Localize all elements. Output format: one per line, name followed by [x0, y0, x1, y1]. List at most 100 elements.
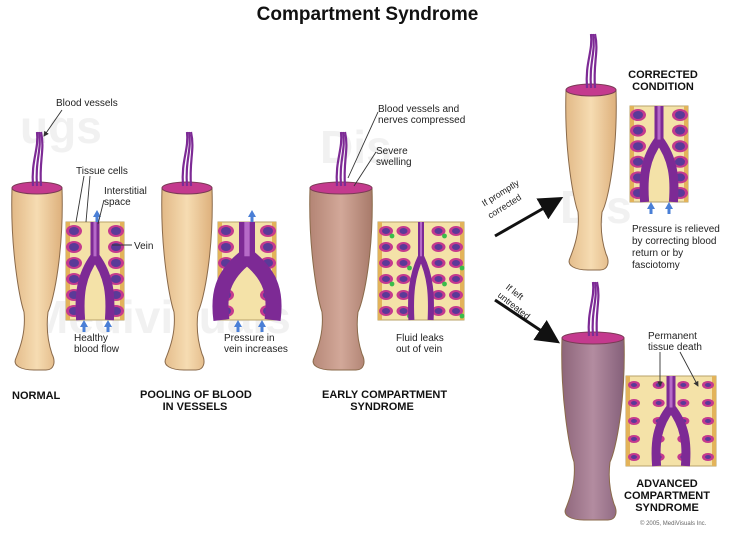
label-fluid-2: out of vein [396, 344, 443, 355]
leg-corrected [565, 33, 617, 271]
heading-pooling-1: POOLING OF BLOOD [140, 389, 252, 401]
cell-nucleus [69, 259, 79, 267]
cell-nucleus [382, 260, 390, 266]
exposed-vessel [589, 33, 595, 89]
leg-outline [561, 337, 625, 521]
label-death-2: tissue death [648, 342, 702, 353]
cell-nucleus [434, 292, 443, 298]
cell-nucleus [675, 111, 685, 119]
leaked-fluid-dot [407, 265, 412, 271]
tissue-pooling [212, 221, 282, 322]
cell-nucleus [69, 227, 79, 235]
cell-nucleus [680, 383, 687, 387]
leg-outline [11, 187, 63, 371]
leaked-fluid-dot [459, 313, 465, 319]
vein-branch [418, 254, 434, 321]
exposed-vessel [181, 131, 189, 187]
leader-swelling [353, 151, 377, 187]
label-relief-1: Pressure is relieved [632, 224, 720, 235]
heading-corrected-2: CONDITION [632, 81, 694, 93]
vein-branch [667, 404, 691, 467]
tissue-border [272, 222, 276, 320]
leg-early-swollen [309, 131, 373, 371]
label-death-1: Permanent [648, 331, 697, 342]
cell-nucleus [705, 383, 711, 387]
exposed-vessel [585, 33, 593, 89]
heading-early-1: EARLY COMPARTMENT [322, 389, 448, 401]
label-interstitial-1: Interstitial [104, 186, 147, 197]
leaked-fluid-dot [442, 233, 447, 239]
pressure-arrow [258, 320, 266, 332]
vein-branch [241, 249, 282, 322]
leg-outline [161, 187, 213, 371]
tissue-border [218, 222, 222, 320]
exposed-vessel [39, 131, 44, 187]
leader-tissue-death [679, 351, 699, 387]
cell-nucleus [633, 126, 643, 135]
cell-nucleus [399, 308, 408, 314]
cell-nucleus [263, 243, 273, 251]
exposed-vessel [185, 131, 191, 187]
leaked-fluid-dot [442, 281, 447, 287]
cell-nucleus [705, 419, 711, 423]
label-compressed-1: Blood vessels and [378, 104, 460, 115]
label-healthy-flow-2: blood flow [74, 344, 120, 355]
leaked-fluid-dot [389, 233, 395, 239]
tissue-border [630, 106, 634, 202]
exposed-vessel [343, 131, 348, 187]
pressure-arrow [248, 210, 256, 222]
leader-interstitial [97, 199, 105, 225]
heading-corrected-1: CORRECTED [628, 69, 698, 81]
cell-nucleus [452, 228, 460, 234]
leader-tissue-cells [75, 175, 85, 223]
leaked-fluid-dot [389, 281, 395, 287]
cell-nucleus [655, 383, 662, 387]
cell-nucleus [631, 437, 637, 441]
cell-nucleus [111, 243, 121, 251]
exposed-vessel [31, 131, 39, 187]
tissue-border [66, 222, 70, 320]
leader-blood-vessels [43, 109, 63, 137]
leg-advanced [561, 281, 625, 521]
tissue-normal [65, 221, 125, 321]
cell-nucleus [434, 244, 443, 250]
cell-nucleus [399, 244, 408, 250]
vein-branch [212, 222, 255, 322]
cell-nucleus [633, 157, 643, 166]
cell-nucleus [675, 142, 685, 151]
cell-nucleus [111, 259, 121, 267]
label-pressure-1: Pressure in [224, 333, 275, 344]
cell-nucleus [705, 401, 711, 405]
cell-nucleus [382, 244, 390, 250]
exposed-vessel [335, 131, 343, 187]
cell-nucleus [382, 276, 390, 282]
cell-nucleus [655, 401, 662, 405]
exposed-vessel [189, 131, 194, 187]
cell-nucleus [631, 419, 637, 423]
label-swelling-1: Severe [376, 146, 408, 157]
relief-arrow [647, 202, 655, 214]
cell-nucleus [221, 227, 231, 235]
cell-nucleus [452, 292, 460, 298]
cell-nucleus [631, 455, 637, 459]
arrow-to-advanced [494, 298, 560, 344]
cell-nucleus [452, 260, 460, 266]
cell-nucleus [631, 401, 637, 405]
cell-nucleus [434, 228, 443, 234]
heading-early-2: SYNDROME [350, 401, 414, 413]
tissue-border [120, 222, 124, 320]
exposed-vessel [591, 281, 597, 337]
tissue-corrected [629, 105, 689, 203]
label-swelling-2: swelling [376, 157, 412, 168]
leader-tissue-cells [85, 175, 91, 223]
cell-nucleus [69, 243, 79, 251]
leg-pooling [161, 131, 213, 371]
exposed-vessel [35, 131, 41, 187]
cell-nucleus [680, 401, 687, 405]
relief-arrow [665, 202, 673, 214]
copyright-notice: © 2005, MediVisuals Inc. [640, 521, 707, 527]
heading-advanced-1: ADVANCED [636, 478, 698, 490]
exposed-vessel [587, 281, 595, 337]
leg-outline [309, 187, 373, 371]
